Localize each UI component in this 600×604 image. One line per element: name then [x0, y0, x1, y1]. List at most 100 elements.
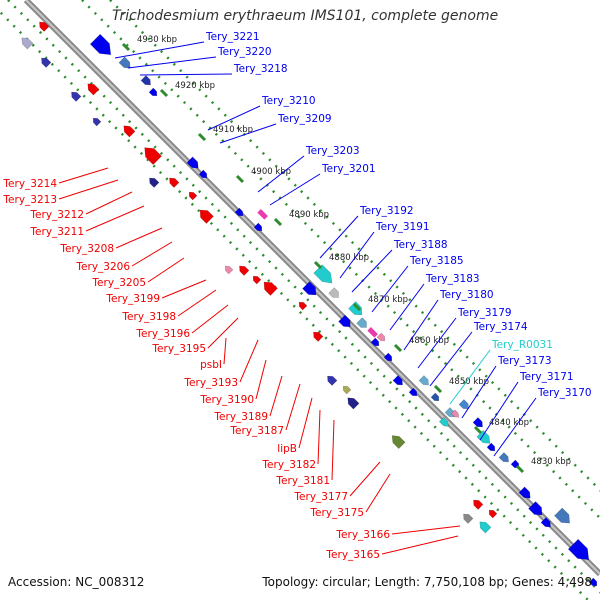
gene-name: Tery_3174	[473, 321, 528, 333]
scale-tick-label: 4930 kbp	[137, 35, 177, 45]
gene-name: Tery_3205	[91, 277, 146, 289]
forward-gene-arrow	[588, 577, 598, 587]
gene-name: Tery_3213	[2, 194, 57, 206]
scale-tick-label: 4920 kbp	[175, 81, 215, 91]
forward-gene-label: Tery_3180	[403, 289, 494, 351]
forward-gene-labels: Tery_3221Tery_3220Tery_3218Tery_3210Tery…	[114, 31, 592, 457]
forward-gene-label: Tery_3210	[207, 95, 316, 131]
gene-name: Tery_3175	[309, 507, 364, 519]
reverse-gene-arrow	[239, 265, 250, 276]
forward-gene-arrow	[253, 222, 263, 232]
reverse-gene-label: Tery_3175	[309, 473, 391, 519]
forward-gene-label: Tery_3218	[139, 63, 288, 76]
gene-name: Tery_3187	[229, 425, 284, 437]
reverse-gene-label: Tery_3198	[121, 289, 217, 323]
gene-name: Tery_3190	[199, 394, 254, 406]
forward-gene-arrow	[328, 287, 339, 298]
gene-name: Tery_3185	[409, 255, 464, 267]
gene-name: Tery_3218	[233, 63, 288, 75]
gene-name: Tery_3166	[335, 529, 390, 541]
forward-gene-label: Tery_3179	[417, 307, 512, 369]
forward-gene-arrow	[540, 517, 551, 528]
scale-dots-left-outer	[0, 10, 589, 601]
forward-gene-arrow	[438, 416, 449, 427]
forward-gene-label: Tery_3188	[351, 239, 448, 293]
forward-gene-arrow	[528, 501, 543, 516]
forward-gene-arrow	[554, 507, 570, 524]
reverse-gene-label: Tery_3193	[183, 339, 259, 389]
gene-name: lipB	[277, 443, 297, 455]
scale-tick-label: 4880 kbp	[329, 253, 369, 263]
forward-gene-arrow	[392, 375, 403, 386]
forward-gene-arrow	[408, 387, 418, 397]
forward-gene-label: Tery_R0031	[449, 339, 553, 405]
reverse-gene-arrow	[327, 375, 338, 386]
scale-tick: 4920 kbp	[159, 81, 215, 98]
scale-dots-right-outer	[109, 0, 600, 492]
reverse-gene-label: Tery_3182	[261, 409, 321, 471]
reverse-gene-arrow	[313, 331, 324, 342]
gene-name: Tery_3211	[29, 226, 84, 238]
forward-gene-arrow	[376, 332, 386, 342]
gene-features	[21, 21, 598, 587]
reverse-gene-label: lipB	[277, 397, 313, 455]
gene-name: Tery_3208	[59, 243, 114, 255]
reverse-gene-arrow	[169, 177, 180, 188]
forward-gene-arrow	[486, 442, 496, 452]
gene-name: Tery_3181	[275, 475, 330, 487]
forward-gene-arrow	[148, 87, 158, 97]
reverse-gene-label: Tery_3213	[2, 179, 119, 206]
forward-gene-label: Tery_3173	[461, 355, 552, 419]
gene-name: psbI	[200, 359, 222, 371]
forward-gene-label: Tery_3170	[493, 387, 592, 457]
forward-gene-arrow	[383, 352, 393, 362]
forward-gene-label: Tery_3201	[269, 163, 376, 206]
forward-gene-arrow	[302, 281, 317, 296]
reverse-gene-label: Tery_3177	[293, 461, 381, 503]
scale-tick: 4910 kbp	[197, 125, 253, 142]
genome-title: Trichodesmium erythraeum IMS101, complet…	[112, 8, 499, 24]
reverse-gene-arrow	[473, 499, 484, 510]
gene-name: Tery_3201	[321, 163, 376, 175]
reverse-gene-label: Tery_3195	[151, 317, 239, 355]
reverse-gene-arrow	[298, 301, 308, 311]
reverse-gene-arrow	[263, 281, 278, 296]
scale-tick: 4900 kbp	[235, 167, 291, 184]
gene-name: Tery_3214	[2, 178, 57, 190]
reverse-gene-label: Tery_3206	[75, 241, 173, 273]
forward-gene-arrow	[567, 538, 590, 561]
forward-gene-arrow	[370, 337, 380, 347]
reverse-gene-arrow	[391, 435, 406, 449]
scale-tick: 4880 kbp	[313, 253, 369, 270]
scale-tick-label: 4860 kbp	[409, 336, 449, 346]
forward-gene-arrow	[89, 33, 112, 56]
gene-name: Tery_3170	[537, 387, 592, 399]
reverse-gene-label: Tery_3190	[199, 359, 267, 406]
scale-tick-label: 4910 kbp	[213, 125, 253, 135]
scale-tick-label: 4840 kbp	[489, 418, 529, 428]
reverse-gene-arrow	[123, 125, 136, 138]
reverse-gene-label: Tery_3199	[105, 279, 207, 305]
reverse-gene-arrow	[199, 209, 214, 224]
accession-label: Accession: NC_008312	[8, 575, 145, 589]
scale-tick: 4860 kbp	[393, 336, 449, 353]
forward-gene-arrow	[356, 317, 367, 328]
reverse-gene-arrow	[224, 265, 234, 275]
reverse-gene-label: Tery_3166	[335, 525, 461, 541]
gene-name: Tery_3189	[213, 411, 268, 423]
scale-tick: 4850 kbp	[433, 377, 489, 394]
forward-gene-arrow	[313, 264, 333, 284]
forward-gene-arrow	[186, 156, 199, 169]
scale-tick-label: 4870 kbp	[368, 295, 408, 305]
pseudogene-feature	[367, 327, 378, 338]
scale-tick: 4840 kbp	[473, 418, 529, 435]
forward-gene-arrow	[118, 56, 131, 69]
reverse-gene-arrow	[39, 21, 50, 32]
reverse-gene-labels: Tery_3214Tery_3213Tery_3212Tery_3211Tery…	[2, 167, 461, 561]
forward-gene-arrow	[198, 169, 208, 179]
reverse-gene-arrow	[144, 147, 162, 165]
gene-name: Tery_3192	[359, 205, 414, 217]
reverse-gene-label: psbI	[200, 337, 227, 371]
reverse-gene-arrow	[41, 57, 52, 68]
forward-gene-label: Tery_3183	[389, 273, 480, 331]
